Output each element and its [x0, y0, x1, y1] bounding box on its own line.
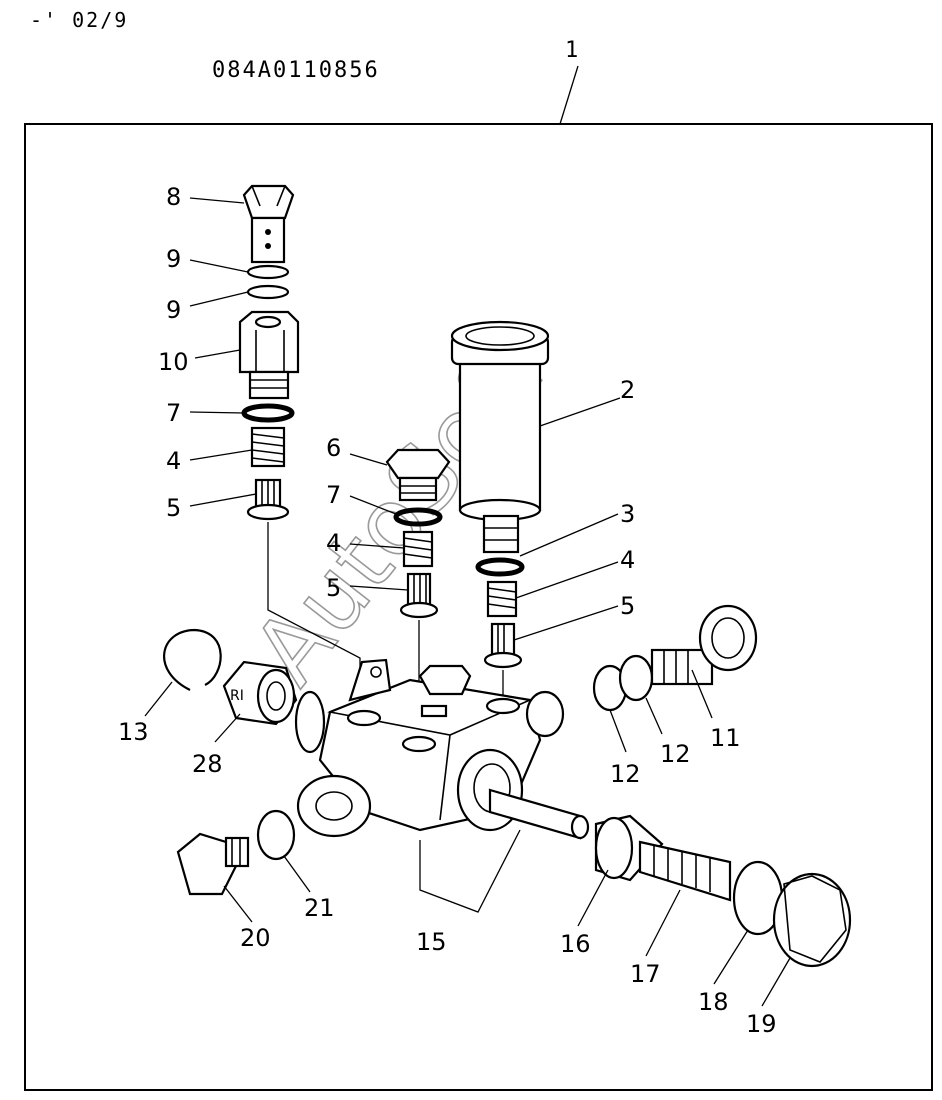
- callout-4-left: 4: [166, 447, 181, 475]
- callout-19: 19: [746, 1010, 777, 1038]
- callout-8: 8: [166, 183, 181, 211]
- o-ring-7-left[interactable]: [241, 403, 295, 423]
- snap-ring-13[interactable]: [163, 628, 222, 691]
- callout-3: 3: [620, 500, 635, 528]
- washer-12-b[interactable]: [618, 654, 654, 702]
- diagram-frame: [24, 123, 933, 1091]
- sleeve-16[interactable]: [594, 814, 664, 882]
- banjo-bolt-11[interactable]: [650, 604, 758, 686]
- callout-12-left: 12: [610, 760, 641, 788]
- callout-7-middle: 7: [326, 481, 341, 509]
- callout-12-right: 12: [660, 740, 691, 768]
- check-valve-5-middle[interactable]: [399, 572, 439, 619]
- callout-7-left: 7: [166, 399, 181, 427]
- callout-16: 16: [560, 930, 591, 958]
- spring-4-left[interactable]: [250, 426, 286, 468]
- assembly-callout: 1: [565, 38, 581, 63]
- plug-6[interactable]: [385, 448, 451, 502]
- washer-9-lower[interactable]: [246, 284, 290, 300]
- spring-4-middle[interactable]: [402, 530, 434, 568]
- pump-body-15[interactable]: [294, 658, 565, 838]
- assembly-leader: [559, 65, 579, 125]
- callout-5-middle: 5: [326, 574, 341, 602]
- o-ring-3[interactable]: [475, 557, 525, 577]
- callout-9-lower: 9: [166, 296, 181, 324]
- callout-2: 2: [620, 376, 635, 404]
- cap-19[interactable]: [772, 872, 852, 968]
- callout-10: 10: [158, 348, 189, 376]
- piston-shaft[interactable]: [488, 788, 590, 840]
- check-valve-5-right[interactable]: [483, 622, 523, 669]
- svg-text:RI: RI: [230, 688, 244, 704]
- washer-21[interactable]: [256, 809, 296, 861]
- callout-4-right: 4: [620, 546, 635, 574]
- callout-13: 13: [118, 718, 149, 746]
- spring-4-right[interactable]: [486, 580, 518, 618]
- primer-pump-2[interactable]: [450, 320, 550, 554]
- callout-labels: 8 9 9 10 7 4 5 6 7 4 5 2 3 4 5 11 12 12 …: [118, 183, 777, 1038]
- revision-code: -' 02/9: [30, 8, 129, 32]
- callout-6: 6: [326, 434, 341, 462]
- adapter-10[interactable]: [238, 310, 300, 400]
- leader-15: [419, 829, 521, 913]
- nut-28[interactable]: RI: [222, 660, 298, 726]
- plug-bolt-20[interactable]: [176, 832, 250, 896]
- leader-lines: [144, 197, 791, 1007]
- part-number: 084A0110856: [212, 58, 380, 83]
- check-valve-5-left[interactable]: [246, 478, 290, 521]
- o-ring-7-middle[interactable]: [393, 507, 443, 527]
- callout-15: 15: [416, 928, 447, 956]
- callout-11: 11: [710, 724, 741, 752]
- callout-5-right: 5: [620, 592, 635, 620]
- callout-20: 20: [240, 924, 271, 952]
- spring-17[interactable]: [638, 840, 732, 902]
- banjo-bolt-8[interactable]: [242, 184, 295, 264]
- callout-18: 18: [698, 988, 729, 1016]
- washer-9-upper[interactable]: [246, 264, 290, 280]
- callout-5-left: 5: [166, 494, 181, 522]
- callout-28: 28: [192, 750, 223, 778]
- callout-17: 17: [630, 960, 661, 988]
- callout-21: 21: [304, 894, 335, 922]
- callout-4-middle: 4: [326, 529, 341, 557]
- callout-9-upper: 9: [166, 245, 181, 273]
